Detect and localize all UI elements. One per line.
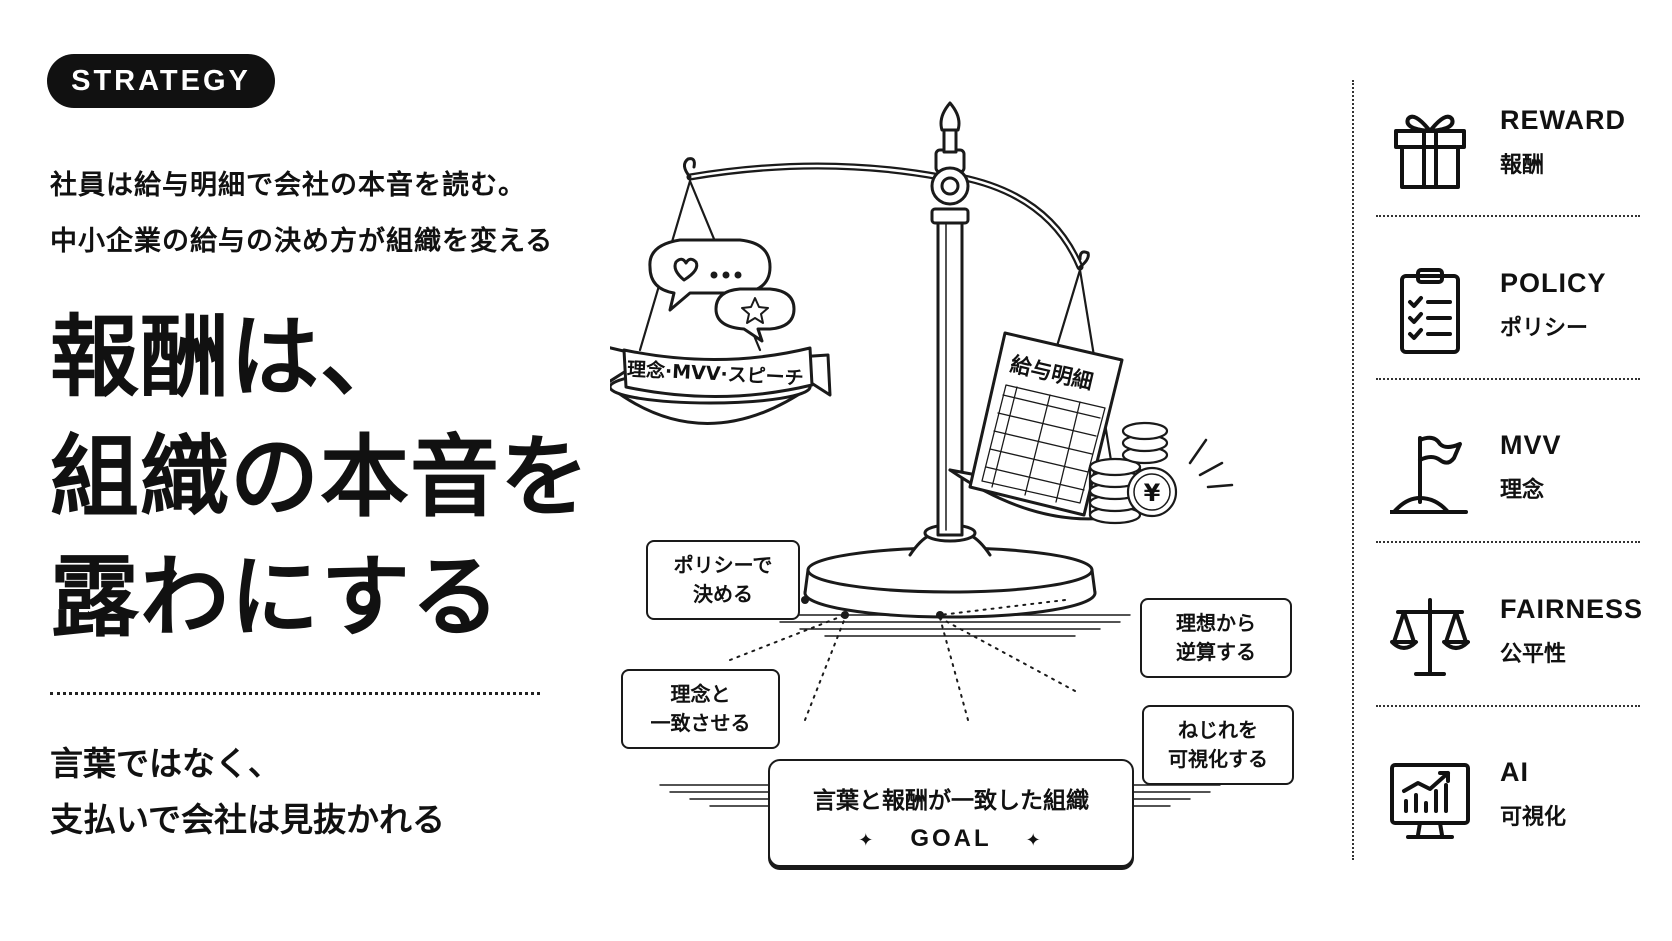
subheadline: 社員は給与明細で会社の本音を読む。 中小企業の給与の決め方が組織を変える — [50, 158, 553, 270]
sidebar-label-jp: 報酬 — [1500, 153, 1545, 178]
scale-base — [803, 523, 1097, 619]
hero-headline: 報酬は、 組織の本音を 露わにする — [50, 297, 590, 657]
hero-line-3: 露わにする — [50, 545, 501, 649]
sidebar-separator — [1376, 705, 1640, 707]
sidebar-separator — [1376, 215, 1640, 217]
callout-policy-line-1: ポリシーで — [673, 553, 773, 577]
sidebar-separator — [1376, 541, 1640, 543]
sidebar-label-jp: ポリシー — [1500, 316, 1589, 341]
callout-policy: ポリシーで 決める — [646, 540, 800, 620]
gift-icon — [1394, 114, 1466, 189]
flag-icon — [1390, 435, 1468, 514]
callout-twist-line-2: 可視化する — [1168, 747, 1268, 771]
yen-symbol: ¥ — [1144, 479, 1161, 507]
sidebar-label-en: REWARD — [1500, 105, 1626, 135]
sidebar-item-reward: REWARD 報酬 — [1376, 85, 1640, 235]
connector-lines — [729, 549, 1076, 721]
sidebar-item-policy: POLICY ポリシー — [1376, 248, 1640, 398]
clipboard-checklist-icon — [1400, 268, 1460, 354]
subheadline-line-2: 中小企業の給与の決め方が組織を変える — [50, 226, 554, 257]
mvv-banner — [610, 346, 832, 398]
payslip-document — [968, 331, 1124, 517]
speech-bubbles-icon — [648, 238, 796, 343]
coin-stack-icon — [1088, 421, 1178, 525]
sparkle-icon: ✦ — [858, 830, 877, 850]
callout-backcast: 理想から 逆算する — [1140, 598, 1292, 678]
callout-align-line-1: 理念と — [670, 682, 731, 706]
sidebar-label-en: FAIRNESS — [1500, 594, 1644, 624]
sidebar-divider — [1352, 80, 1354, 860]
callout-policy-line-2: 決める — [693, 582, 753, 606]
sidebar-label-en: POLICY — [1500, 268, 1607, 298]
monitor-chart-icon — [1390, 763, 1470, 839]
callout-backcast-line-2: 逆算する — [1176, 640, 1256, 664]
sidebar-item-mvv: MVV 理念 — [1376, 410, 1640, 560]
callout-twist-line-1: ねじれを — [1178, 718, 1258, 742]
callout-twist: ねじれを 可視化する — [1142, 705, 1294, 785]
callout-align-line-2: 一致させる — [650, 711, 751, 735]
callout-align: 理念と 一致させる — [621, 669, 780, 749]
connector-dots — [801, 596, 944, 619]
hero-line-2: 組織の本音を — [50, 425, 590, 529]
scale-pillar — [930, 101, 970, 537]
closing-line-2: 支払いで会社は見抜かれる — [50, 800, 446, 839]
balance-scale-icon — [1390, 598, 1470, 676]
sidebar-separator — [1376, 378, 1640, 380]
scale-beam — [683, 157, 1090, 271]
strategy-badge: STRATEGY — [47, 54, 275, 108]
motion-lines — [1188, 438, 1234, 489]
sidebar-label-jp: 公平性 — [1500, 642, 1567, 667]
goal-label: GOAL — [910, 825, 992, 852]
goal-statement: 言葉と報酬が一致した組織 — [813, 788, 1089, 814]
hero-line-1: 報酬は、 — [50, 305, 410, 409]
sidebar-item-fairness: FAIRNESS 公平性 — [1376, 574, 1644, 724]
sparkle-icon: ✦ — [1025, 830, 1044, 850]
goal-box: 言葉と報酬が一致した組織 ✦ GOAL ✦ — [768, 759, 1134, 867]
closing-statement: 言葉ではなく、 支払いで会社は見抜かれる — [50, 736, 445, 848]
sidebar-label-en: AI — [1500, 757, 1529, 787]
callout-backcast-line-1: 理想から — [1176, 611, 1256, 635]
sidebar-label-jp: 可視化 — [1500, 805, 1567, 830]
balance-scale-illustration: 理念·MVV·スピーチ 給与明細 ¥ — [610, 101, 1234, 807]
closing-line-1: 言葉ではなく、 — [50, 744, 281, 783]
goal-label-row: ✦ GOAL ✦ — [770, 825, 1132, 853]
dotted-divider — [50, 692, 540, 695]
sidebar-label-jp: 理念 — [1500, 478, 1545, 503]
sidebar-label-en: MVV — [1500, 430, 1562, 460]
subheadline-line-1: 社員は給与明細で会社の本音を読む。 — [50, 170, 526, 201]
sidebar-item-ai: AI 可視化 — [1376, 737, 1640, 887]
